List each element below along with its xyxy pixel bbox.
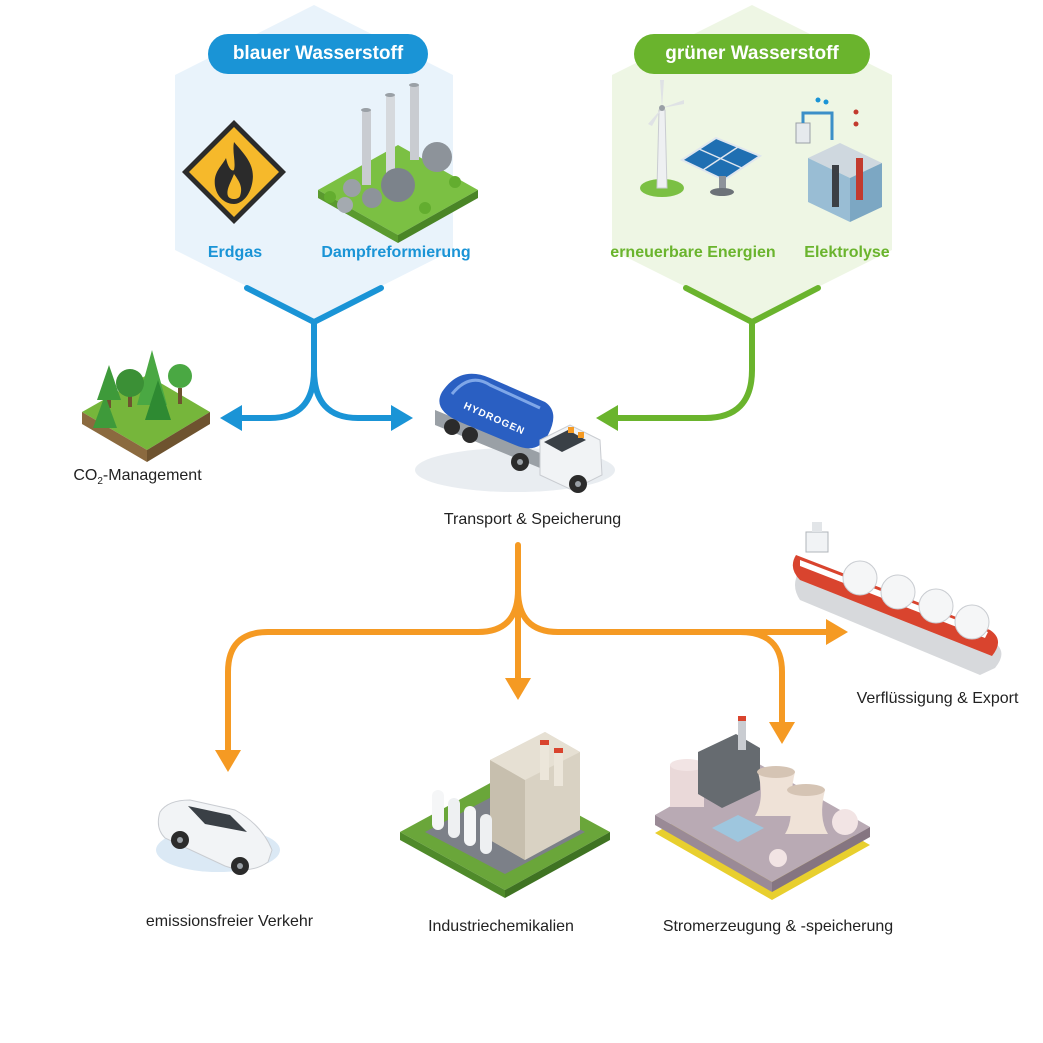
wind-solar-icon	[640, 80, 763, 197]
green-hydrogen-title: grüner Wasserstoff	[634, 34, 870, 74]
co2-prefix: CO	[73, 467, 98, 484]
source-label-electrolysis: Elektrolyse	[804, 244, 890, 261]
orange-arrowhead-ship	[826, 619, 848, 645]
transport-storage-label: Transport & Speicherung	[443, 511, 622, 528]
orange-arrowhead-chemicals	[505, 678, 531, 700]
source-label-renewables: erneuerbare Energien	[610, 244, 776, 261]
output-label-chemicals: Industriechemikalien	[428, 918, 574, 935]
output-label-export: Verflüssigung & Export	[856, 690, 1019, 707]
blue-arrowhead-transport	[391, 405, 413, 431]
forest-icon	[82, 350, 210, 462]
electrolyzer-icon	[795, 97, 882, 222]
chemical-plant-icon	[400, 732, 610, 898]
lng-ship-icon	[792, 522, 1002, 675]
power-plant-icon	[655, 716, 870, 900]
flame-warning-icon	[182, 120, 286, 224]
car-icon	[156, 799, 280, 875]
co2-management-label: CO2-Management	[50, 467, 225, 487]
blue-connector	[237, 285, 398, 421]
source-label-erdgas: Erdgas	[207, 244, 263, 261]
blue-arrowhead-co2	[220, 405, 242, 431]
blue-hexagon-background	[175, 5, 453, 320]
refinery-icon	[318, 83, 478, 243]
green-connector	[612, 285, 821, 421]
hydrogen-truck-icon: HYDROGEN	[415, 373, 615, 493]
orange-connector	[225, 542, 833, 755]
source-label-steam-reforming: Dampfreformierung	[321, 244, 471, 261]
blue-hydrogen-title: blauer Wasserstoff	[208, 34, 428, 74]
co2-suffix: -Management	[102, 467, 202, 484]
orange-arrowhead-power	[769, 722, 795, 744]
output-label-traffic: emissionsfreier Verkehr	[145, 913, 314, 930]
orange-arrowhead-car	[215, 750, 241, 772]
output-label-power: Stromerzeugung & -speicherung	[662, 918, 894, 935]
green-arrowhead-transport	[596, 405, 618, 431]
co2-subscript: 2	[97, 476, 103, 488]
